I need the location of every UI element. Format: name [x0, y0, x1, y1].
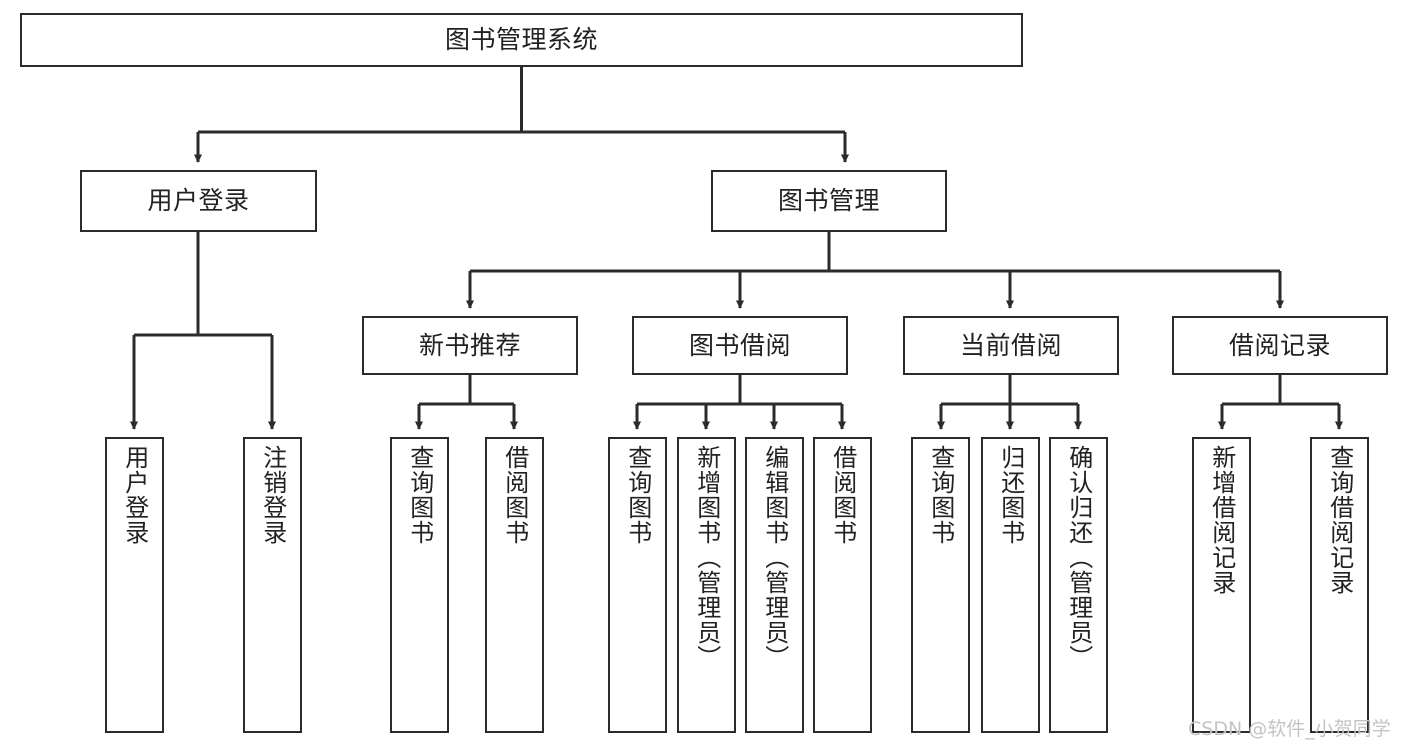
node-leaf-logout-login[interactable]: 注销登录: [243, 437, 302, 733]
node-label: 图书管理系统: [444, 25, 598, 55]
node-label: 归还图书: [996, 445, 1025, 545]
node-label: 借阅图书: [828, 445, 857, 545]
csdn-watermark: CSDN @软件_小贺同学: [1188, 718, 1391, 740]
node-book-borrow[interactable]: 图书借阅: [632, 316, 848, 375]
node-leaf-edit-book[interactable]: 编辑图书（管理员）: [745, 437, 804, 733]
node-label: 新增图书（管理员）: [692, 445, 721, 670]
node-label: 查询图书: [623, 445, 652, 545]
node-label: 查询图书: [926, 445, 955, 545]
node-label: 图书管理: [777, 186, 880, 216]
edges-book-borrow-to-leaves: [632, 375, 847, 430]
node-leaf-add-book[interactable]: 新增图书（管理员）: [677, 437, 736, 733]
edges-user-login-to-leaves: [129, 232, 277, 430]
node-label: 查询图书: [405, 445, 434, 545]
node-label: 确认归还（管理员）: [1064, 445, 1093, 670]
node-label: 当前借阅: [959, 330, 1062, 360]
node-leaf-add-record[interactable]: 新增借阅记录: [1192, 437, 1251, 733]
edges-borrow-record-to-leaves: [1217, 375, 1344, 430]
node-leaf-confirm-return[interactable]: 确认归还（管理员）: [1049, 437, 1108, 733]
edges-root-to-level2: [193, 67, 850, 163]
node-label: 查询借阅记录: [1325, 445, 1354, 595]
node-new-book-recommend[interactable]: 新书推荐: [362, 316, 578, 375]
node-label: 编辑图书（管理员）: [760, 445, 789, 670]
node-label: 图书借阅: [688, 330, 791, 360]
node-label: 用户登录: [147, 186, 250, 216]
node-label: 新增借阅记录: [1207, 445, 1236, 595]
node-leaf-return-book[interactable]: 归还图书: [981, 437, 1040, 733]
node-root-system[interactable]: 图书管理系统: [20, 13, 1023, 67]
node-label: 借阅记录: [1228, 330, 1331, 360]
node-leaf-query-book-1[interactable]: 查询图书: [390, 437, 449, 733]
node-leaf-user-login[interactable]: 用户登录: [105, 437, 164, 733]
node-leaf-query-book-2[interactable]: 查询图书: [608, 437, 667, 733]
node-current-borrow[interactable]: 当前借阅: [903, 316, 1119, 375]
node-leaf-borrow-book-1[interactable]: 借阅图书: [485, 437, 544, 733]
edges-current-borrow-to-leaves: [936, 375, 1083, 430]
node-label: 用户登录: [120, 445, 149, 545]
node-label: 新书推荐: [418, 330, 521, 360]
edges-book-management-to-level3: [465, 232, 1285, 309]
node-book-management[interactable]: 图书管理: [711, 170, 947, 232]
node-leaf-query-record[interactable]: 查询借阅记录: [1310, 437, 1369, 733]
node-user-login[interactable]: 用户登录: [80, 170, 317, 232]
node-borrow-record[interactable]: 借阅记录: [1172, 316, 1388, 375]
node-leaf-query-book-3[interactable]: 查询图书: [911, 437, 970, 733]
node-leaf-borrow-book-2[interactable]: 借阅图书: [813, 437, 872, 733]
node-label: 注销登录: [258, 445, 287, 545]
edges-new-book-recommend-to-leaves: [414, 375, 519, 430]
node-label: 借阅图书: [500, 445, 529, 545]
